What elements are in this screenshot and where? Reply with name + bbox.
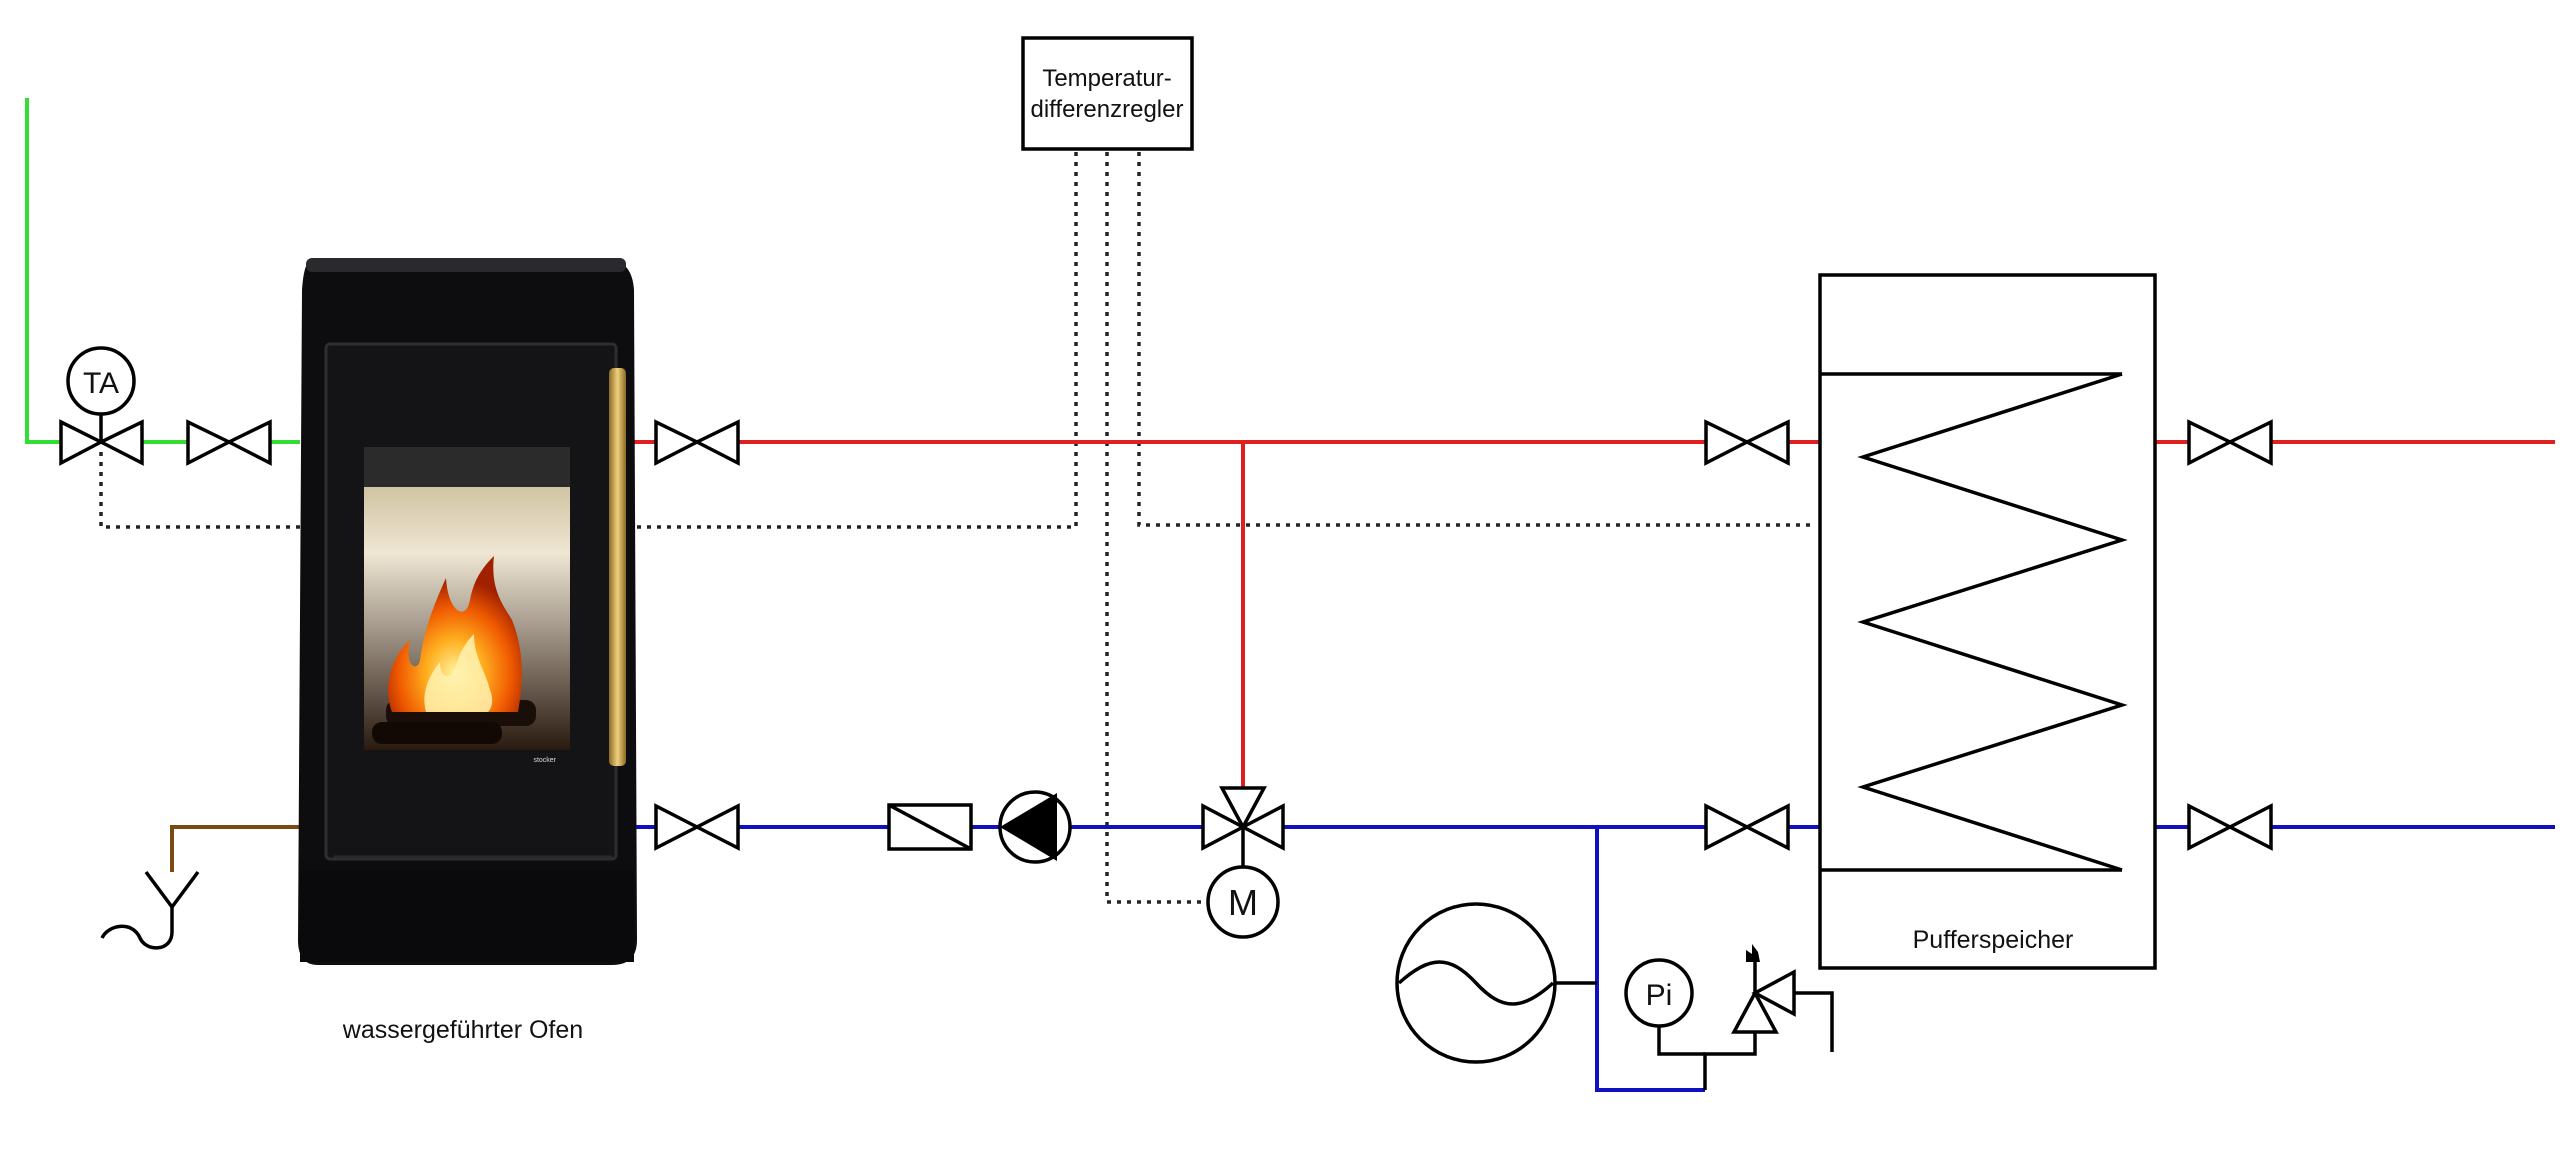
- safety-group-manifold: [1703, 1033, 1757, 1090]
- buffer-tank-body: [1818, 273, 2157, 970]
- buffer-tank: Pufferspeicher: [1818, 273, 2157, 970]
- controller-box: [1021, 36, 1194, 151]
- motor-icon: [1206, 865, 1280, 939]
- safety-valve-icon: [1731, 989, 1779, 1034]
- water-stove: stocker: [298, 258, 637, 965]
- gate-valve-icon: [1704, 803, 1790, 851]
- control-line-controller-motor: [1105, 152, 1203, 904]
- drain-funnel-icon: [100, 870, 200, 950]
- mixing-valve-top: [1219, 786, 1267, 831]
- drain-funnel-left: [144, 870, 174, 909]
- pressure-gauge-icon: [1624, 958, 1694, 1028]
- circulation-pump-icon: [998, 790, 1072, 864]
- gate-valve-icon: [2187, 419, 2273, 466]
- temperature-difference-controller: Temperatur- differenzregler: [1021, 36, 1194, 151]
- mixing-valve-right: [1239, 803, 1285, 851]
- motor-label: M: [1228, 882, 1258, 923]
- buffer-heat-exchanger-coil: [1857, 372, 2128, 872]
- ta-sensor-icon: [66, 346, 136, 416]
- stove-top-plate: [306, 258, 626, 272]
- stove-flame-core: [424, 634, 493, 712]
- ta-label: TA: [83, 367, 119, 400]
- control-line-controller-stove: [630, 152, 1078, 529]
- expansion-vessel-membrane: [1397, 960, 1555, 1006]
- control-lines: [99, 152, 1815, 904]
- mixing-valve-left: [1201, 803, 1247, 851]
- stove-log: [372, 722, 502, 744]
- drain-pipe: [170, 825, 300, 872]
- gate-valve-icon: [654, 419, 740, 466]
- controller-label-line1: Temperatur-: [1042, 65, 1171, 92]
- pump-arrow: [1000, 793, 1057, 861]
- stove-base: [300, 870, 634, 962]
- stove-door-handle: [609, 368, 626, 766]
- stove-baffle: [364, 447, 570, 487]
- gate-valve-icon: [2187, 803, 2273, 851]
- safety-valve-blowoff: [1794, 991, 1834, 1052]
- gate-valve-icon: [654, 803, 740, 851]
- safety-valve-cap: [1746, 944, 1760, 962]
- gate-valve-icon: [186, 419, 272, 466]
- valves: [186, 419, 2273, 851]
- filter-diagonal: [888, 803, 972, 851]
- pressure-gauge-label: Pi: [1646, 979, 1673, 1012]
- expansion-vessel-icon: [1395, 902, 1597, 1064]
- drain-funnel-right: [170, 870, 200, 909]
- dirt-filter-icon: [887, 803, 973, 851]
- gate-valve-icon: [1704, 419, 1790, 466]
- stove-brand: stocker: [533, 757, 556, 764]
- safety-group: Pi: [1624, 944, 1834, 1090]
- buffer-tank-label: Pufferspeicher: [1913, 926, 2074, 954]
- stove-label: wassergeführter Ofen: [342, 1016, 583, 1044]
- stove-flame: [388, 556, 522, 712]
- gauge-connection: [1657, 1026, 1705, 1056]
- drain-funnel-outlet: [100, 907, 174, 950]
- return-pipe-safety-group: [1595, 827, 1705, 1092]
- controller-label-line2: differenzregler: [1031, 96, 1184, 123]
- three-way-valve-icon: M: [1201, 786, 1285, 939]
- thermal-discharge-valve: TA: [59, 346, 144, 466]
- control-line-controller-buffer: [1137, 152, 1815, 527]
